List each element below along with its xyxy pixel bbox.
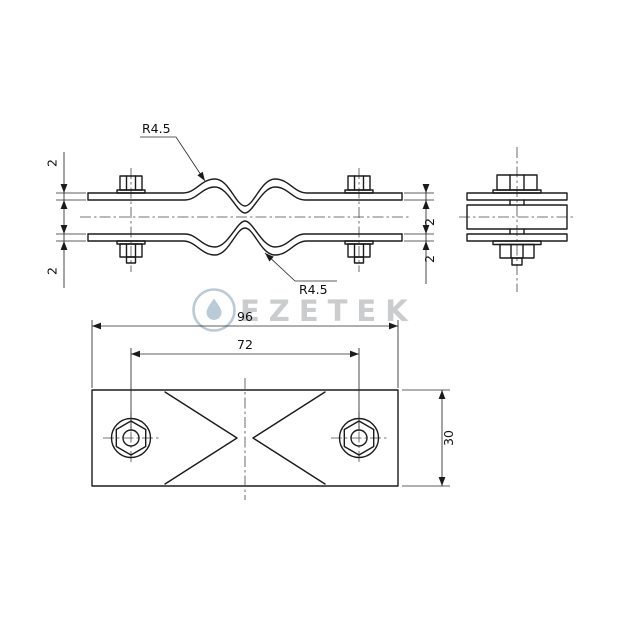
dim-hole-spacing: 72 — [130, 337, 360, 430]
arrowhead — [92, 322, 101, 330]
corrugation-chevron-left — [164, 391, 238, 485]
dim-label-thickness: 2 — [45, 267, 60, 275]
arrowhead — [422, 184, 430, 193]
dim-plate-height: 30 — [402, 389, 456, 487]
side-view — [459, 147, 575, 292]
bolt-stub — [125, 256, 137, 264]
bolt-stub — [353, 256, 365, 264]
arrowhead — [60, 241, 68, 250]
bottom-plate-outer-edge — [87, 227, 403, 256]
dim-thickness-right: 2 2 — [404, 184, 437, 284]
front-view — [80, 168, 410, 272]
arrowhead — [389, 322, 398, 330]
arrowhead — [131, 350, 140, 358]
arrowhead — [60, 184, 68, 193]
watermark: EZETEK — [192, 288, 417, 332]
hex-nut-outline — [343, 420, 375, 456]
top-plate-outer-edge — [87, 178, 403, 207]
arrowhead — [422, 225, 430, 234]
arrowhead — [350, 350, 359, 358]
dim-label-thickness: 2 — [45, 159, 60, 167]
radius-callout-bottom: R4.5 — [264, 252, 337, 297]
washer — [116, 189, 146, 194]
arrowhead — [60, 200, 68, 209]
radius-callout-top: R4.5 — [140, 121, 206, 182]
bolt-right — [344, 175, 374, 264]
arrowhead — [438, 477, 446, 486]
bottom-plate-inner-edge — [87, 220, 403, 248]
front-view-dimensions: 2 2 2 2 R4.5 R4.5 — [45, 121, 438, 297]
hex-nut-outline — [115, 420, 147, 456]
leader-line — [140, 136, 206, 182]
bolt-left — [116, 175, 146, 264]
radius-label: R4.5 — [299, 282, 328, 297]
arrowhead — [60, 225, 68, 234]
leader-line — [264, 252, 337, 282]
corrugation-chevron-right — [252, 391, 326, 485]
plan-view-dimensions: 96 72 30 — [91, 309, 456, 487]
watermark-text: EZETEK — [240, 294, 417, 328]
watermark-circle-icon — [192, 288, 236, 332]
top-plate-inner-edge — [87, 186, 403, 214]
corrugation-band — [466, 204, 568, 230]
bolt-stub — [511, 257, 523, 266]
dim-overall-width: 96 — [91, 309, 399, 388]
dim-label-hole-spacing: 72 — [237, 337, 253, 352]
arrowhead — [265, 253, 274, 262]
arrowhead — [422, 200, 430, 209]
radius-label: R4.5 — [142, 121, 171, 136]
dim-label-overall-width: 96 — [237, 309, 253, 324]
washer — [344, 189, 374, 194]
water-drop-icon — [206, 298, 222, 320]
top-plate-edge — [466, 192, 568, 201]
dim-label-plate-height: 30 — [441, 430, 456, 446]
arrowhead — [422, 241, 430, 250]
dim-label-thickness: 2 — [422, 255, 437, 263]
dim-label-thickness: 2 — [422, 218, 437, 226]
arrowhead — [197, 171, 205, 181]
plan-view — [91, 378, 399, 500]
arrowhead — [438, 390, 446, 399]
dim-thickness-left: 2 2 — [45, 152, 86, 288]
